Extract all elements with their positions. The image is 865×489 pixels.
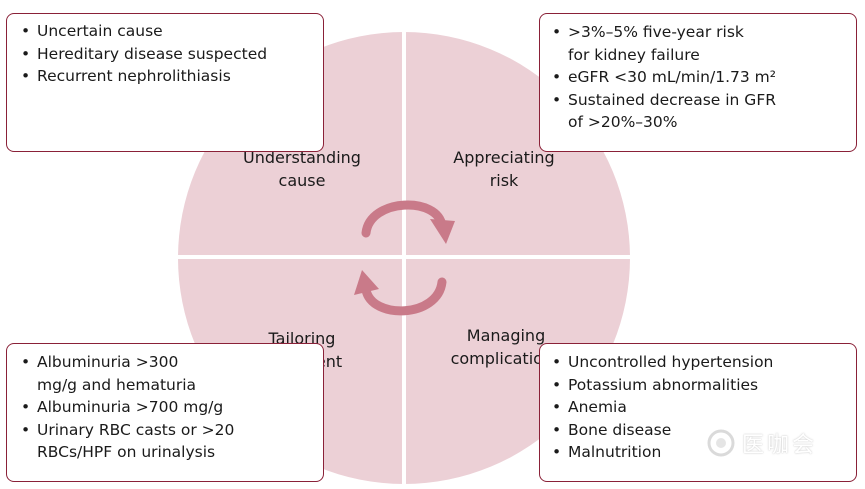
list-item: Malnutrition [550, 441, 848, 464]
criteria-list: >3%–5% five-year risk for kidney failure… [550, 21, 848, 134]
list-item-text: Albuminuria >300 [37, 353, 179, 371]
watermark-logo-icon [707, 429, 735, 457]
list-item: Potassium abnormalities [550, 374, 848, 397]
quadrant-label-line: complications [450, 349, 562, 368]
criteria-box-managing-complications: Uncontrolled hypertension Potassium abno… [539, 343, 857, 482]
list-item-text: Albuminuria >700 mg/g [37, 398, 224, 416]
list-item: Hereditary disease suspected [19, 43, 311, 66]
quadrant-label-line: cause [278, 171, 326, 190]
quadrant-label-line: Appreciating [453, 148, 555, 167]
cycle-arrow-bottom-head-icon [354, 270, 379, 295]
cycle-arrow-bottom-icon [361, 277, 447, 316]
criteria-list: Albuminuria >300 mg/g and hematuria Albu… [19, 351, 311, 464]
cycle-arrow-top-icon [361, 200, 447, 238]
list-item-text: Uncertain cause [37, 22, 163, 40]
list-item: Sustained decrease in GFR of >20%–30% [550, 89, 848, 134]
list-item-text: Recurrent nephrolithiasis [37, 67, 231, 85]
watermark: 医咖会 [706, 415, 856, 471]
quadrant-label-appreciating-risk: Appreciating risk [434, 146, 574, 192]
cycle-arrow-top-head-icon [430, 219, 455, 244]
list-item-text: Uncontrolled hypertension [568, 353, 774, 371]
list-item-text: Urinary RBC casts or >20 [37, 420, 235, 439]
list-item-text: RBCs/HPF on urinalysis [37, 443, 216, 461]
list-item: eGFR <30 mL/min/1.73 m² [550, 66, 848, 89]
quadrant-label-line: Managing [466, 326, 546, 345]
list-item: Uncontrolled hypertension [550, 351, 848, 374]
list-item-text: for kidney failure [568, 45, 700, 64]
list-item-text: >3%–5% five-year risk [568, 23, 744, 41]
list-item-text: eGFR <30 mL/min/1.73 m² [568, 68, 776, 86]
criteria-list: Uncertain cause Hereditary disease suspe… [19, 20, 311, 88]
list-item: Recurrent nephrolithiasis [19, 65, 311, 88]
quadrant-label-line: Understanding [243, 148, 361, 167]
list-item: Albuminuria >700 mg/g [19, 396, 311, 419]
watermark-text: 医咖会 [742, 433, 818, 458]
criteria-list: Uncontrolled hypertension Potassium abno… [550, 351, 848, 464]
list-item-text: Sustained decrease in GFR [568, 90, 777, 109]
list-item-text: of >20%–30% [568, 113, 678, 131]
list-item-text: mg/g and hematuria [37, 375, 197, 394]
list-item: Bone disease [550, 419, 848, 442]
list-item: Uncertain cause [19, 20, 311, 43]
quadrant-label-managing-complications: Managing complications [426, 324, 586, 370]
list-item-text: Potassium abnormalities [568, 375, 759, 394]
criteria-box-appreciating-risk: >3%–5% five-year risk for kidney failure… [539, 13, 857, 152]
list-item: Urinary RBC casts or >20 RBCs/HPF on uri… [19, 419, 311, 464]
quadrant-label-understanding-cause: Understanding cause [232, 146, 372, 192]
list-item-text: Bone disease [568, 420, 672, 439]
list-item: Albuminuria >300 mg/g and hematuria [19, 351, 311, 396]
list-item: Anemia [550, 396, 848, 419]
list-item-text: Malnutrition [568, 443, 662, 461]
criteria-box-understanding-cause: Uncertain cause Hereditary disease suspe… [6, 13, 324, 152]
list-item-text: Anemia [568, 398, 627, 416]
quadrant-label-line: risk [489, 171, 519, 190]
list-item-text: Hereditary disease suspected [37, 44, 268, 63]
criteria-box-tailoring-treatment: Albuminuria >300 mg/g and hematuria Albu… [6, 343, 324, 482]
list-item: >3%–5% five-year risk for kidney failure [550, 21, 848, 66]
